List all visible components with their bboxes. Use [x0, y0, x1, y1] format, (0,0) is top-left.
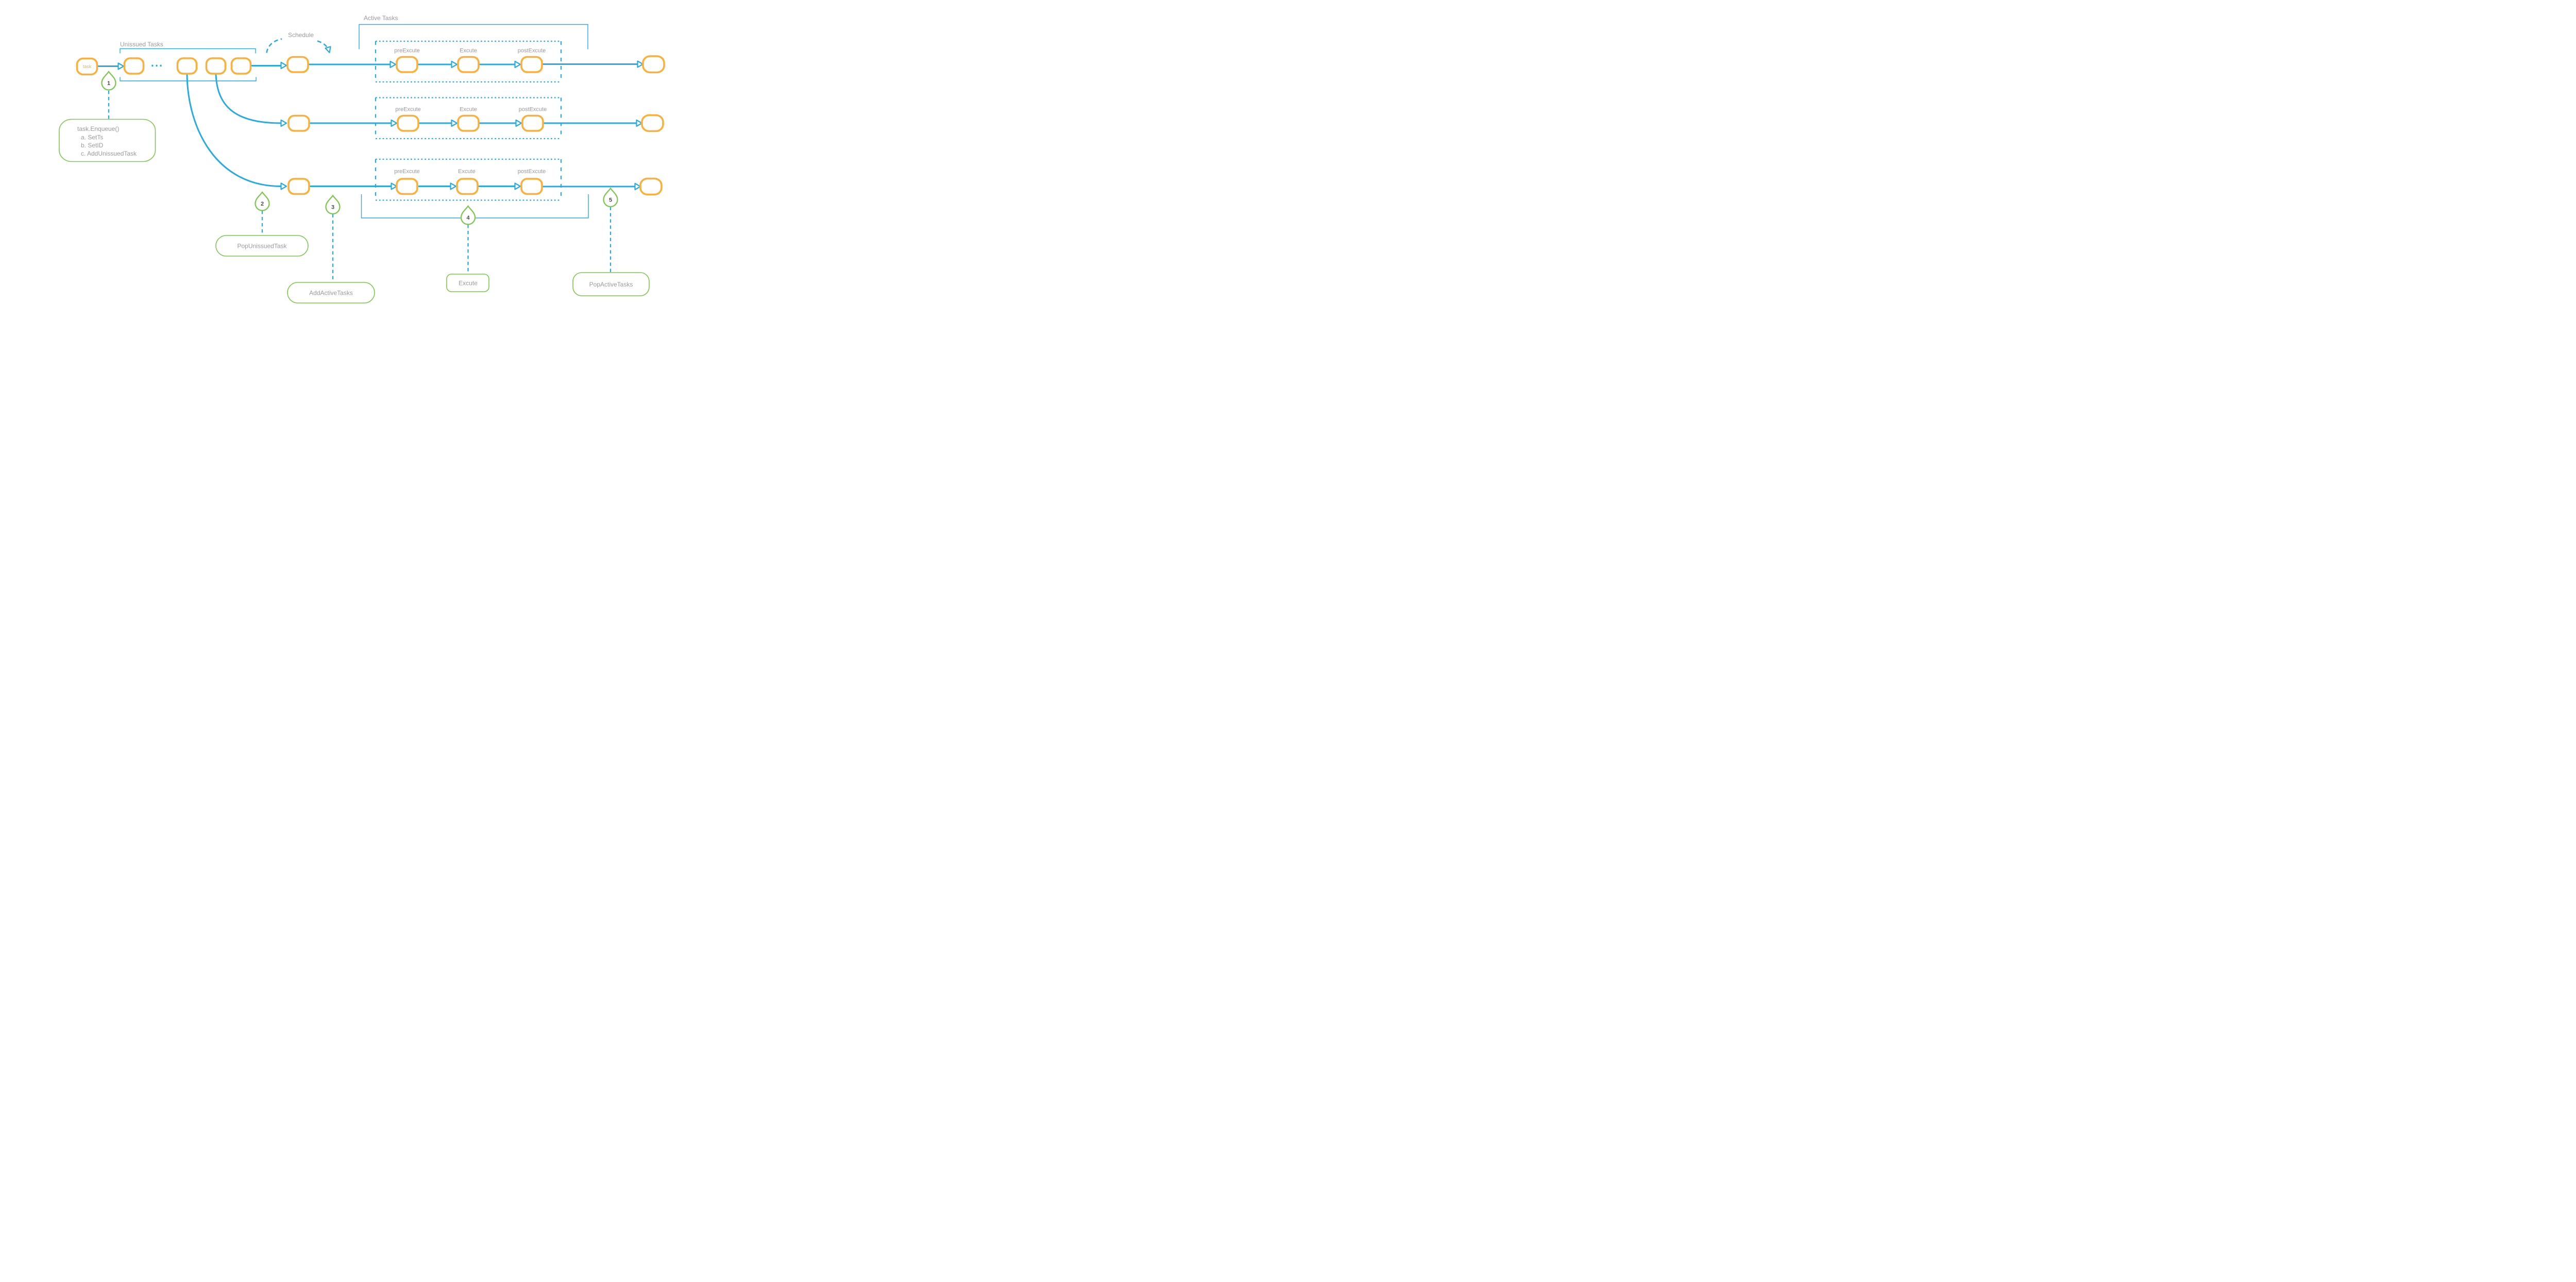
curve-queue-to-row2 — [215, 74, 281, 124]
schedule-arc-arrowhead — [325, 46, 331, 54]
execution-box-row1 — [375, 40, 562, 83]
unissued-tasks-bracket-top — [120, 48, 256, 54]
task-source-node — [76, 57, 98, 76]
marker-1-note-box — [59, 119, 156, 162]
scheduled-node-row2 — [287, 114, 310, 132]
end-node-row2 — [641, 114, 664, 132]
pre-execute-node-row1 — [396, 56, 418, 73]
marker-1-note-line-1: task.Enqueue() — [77, 125, 119, 132]
marker-1-note-line-4: c. AddUnissuedTask — [81, 150, 137, 157]
arrowheads — [117, 60, 644, 191]
scheduled-node-row3 — [287, 178, 310, 195]
pre-execute-label-row1: preExcute — [394, 48, 420, 54]
dispatch-curves — [186, 74, 281, 187]
execute-node-row1 — [457, 56, 480, 73]
arrowhead-into-exec-row3 — [450, 182, 457, 190]
end-node-row1 — [642, 55, 665, 74]
marker-2-number: 2 — [261, 201, 264, 207]
arrowhead-into-end-row1 — [637, 60, 644, 68]
marker-4-pill-label: Excute — [459, 280, 478, 287]
schedule-arcs — [266, 38, 330, 53]
marker-3-droplet — [325, 194, 341, 215]
arrowhead-into-pre-row2 — [391, 119, 398, 127]
task-node-label: task — [83, 64, 92, 69]
queue-ellipsis: ... — [151, 56, 163, 69]
post-execute-label-row2: postExcute — [519, 107, 547, 113]
arrowhead-into-end-row2 — [636, 119, 643, 127]
execution-box-row3 — [375, 158, 562, 201]
execute-label-row3: Excute — [458, 168, 476, 175]
post-execute-label-row1: postExcute — [518, 48, 546, 54]
scheduled-node-row1 — [286, 56, 309, 73]
arrowhead-curve-into-sched-row3 — [280, 182, 287, 190]
marker-3-pill — [287, 282, 375, 303]
marker-numbers: 1 2 3 4 5 — [107, 80, 612, 221]
task-scheduler-diagram: Unissued Tasks Active Tasks Schedule pre… — [59, 14, 665, 303]
arrowhead-into-post-row1 — [514, 60, 521, 69]
marker-3-number: 3 — [331, 205, 334, 211]
pre-execute-node-row2 — [397, 114, 419, 132]
execute-node-row3 — [456, 178, 479, 195]
marker-4-pill — [446, 274, 489, 292]
queue-node-2 — [176, 57, 198, 75]
annotation-labels — [59, 119, 650, 303]
marker-2-pill — [215, 235, 309, 257]
arrowhead-curve-into-sched-row2 — [280, 119, 287, 127]
schedule-label: Schedule — [288, 31, 314, 39]
arrowhead-into-post-row2 — [515, 119, 522, 127]
marker-1-droplet — [101, 70, 116, 91]
section-labels: Unissued Tasks Active Tasks Schedule pre… — [120, 14, 547, 175]
marker-3-pill-label: AddActiveTasks — [309, 290, 353, 297]
marker-2-droplet — [255, 191, 270, 211]
marker-1-note-line-2: a. SetTs — [81, 134, 103, 141]
marker-5-pill — [572, 272, 650, 296]
annotation-markers — [101, 70, 618, 225]
execute-label-row1: Excute — [460, 48, 477, 54]
arrowhead-into-pre-row1 — [389, 60, 397, 69]
task-nodes — [76, 55, 665, 196]
pre-execute-label-row3: preExcute — [394, 168, 420, 175]
marker-5-number: 5 — [609, 197, 612, 204]
active-tasks-bracket-top — [359, 24, 588, 49]
post-execute-label-row3: postExcute — [518, 168, 546, 175]
arrowhead-into-exec-row2 — [451, 119, 458, 127]
queue-node-3 — [205, 57, 227, 75]
execute-label-row2: Excute — [460, 107, 477, 113]
arrowhead-into-end-row3 — [634, 182, 641, 191]
execution-boxes — [375, 40, 562, 201]
end-node-row3 — [639, 177, 663, 196]
marker-5-pill-label: PopActiveTasks — [589, 281, 633, 288]
marker-1-note-line-3: b. SetID — [81, 142, 104, 149]
unissued-tasks-label: Unissued Tasks — [120, 41, 163, 48]
marker-2-pill-label: PopUnissuedTask — [237, 243, 287, 250]
pre-execute-node-row3 — [396, 178, 418, 195]
annotation-connectors — [108, 91, 612, 282]
arrowhead-into-pre-row3 — [391, 182, 398, 190]
execute-node-row2 — [457, 114, 480, 132]
pre-execute-label-row2: preExcute — [395, 107, 421, 113]
schedule-arc-arrowhead-group — [325, 46, 331, 54]
queue-node-4 — [230, 57, 252, 75]
arrowhead-task-to-queue — [117, 62, 125, 70]
arrowhead-queue-to-sched-row1 — [280, 61, 287, 70]
unissued-tasks-bracket-bottom — [120, 77, 257, 81]
marker-4-droplet — [460, 205, 476, 225]
marker-4-number: 4 — [466, 215, 470, 221]
flow-lines — [97, 63, 637, 188]
marker-1-number: 1 — [107, 80, 110, 87]
execution-box-row2 — [375, 97, 562, 140]
arrowhead-into-post-row3 — [514, 182, 521, 190]
arrowhead-into-exec-row1 — [451, 60, 458, 69]
active-tasks-label: Active Tasks — [364, 14, 398, 22]
marker-5-droplet — [603, 187, 618, 208]
annotation-texts: task.Enqueue() a. SetTs b. SetID c. AddU… — [77, 125, 633, 297]
curve-queue-to-row3 — [186, 74, 281, 187]
post-execute-node-row3 — [520, 178, 543, 195]
post-execute-node-row1 — [520, 56, 543, 73]
post-execute-node-row2 — [521, 114, 544, 132]
schedule-arc-left — [266, 38, 282, 53]
task-scheduler-diagram-page: Unissued Tasks Active Tasks Schedule pre… — [0, 0, 778, 320]
queue-node-1 — [123, 57, 145, 75]
